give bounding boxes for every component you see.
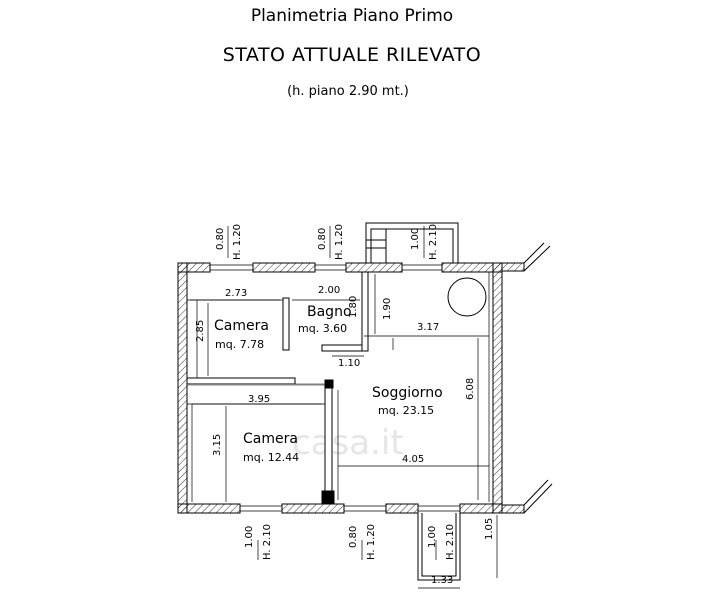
window-top-right-width: 1.00 — [410, 228, 421, 250]
room-name-soggiorno: Soggiorno — [372, 385, 443, 401]
dim-2-73: 2.73 — [225, 288, 247, 299]
window-bot-left-height: H. 2.10 — [262, 524, 273, 560]
dim-3-95: 3.95 — [248, 394, 270, 405]
window-top-mid-height: H. 1.20 — [334, 224, 345, 260]
room-area-camera-2: mq. 12.44 — [243, 451, 299, 464]
dimension-lines — [190, 226, 498, 589]
dim-1-05: 1.05 — [484, 518, 495, 540]
dim-3-15: 3.15 — [212, 434, 223, 456]
dim-1-80: 1.80 — [348, 296, 359, 318]
plan-subtitle: STATO ATTUALE RILEVATO — [222, 44, 482, 66]
dim-6-08: 6.08 — [465, 378, 476, 400]
bottom-door-frame — [417, 513, 461, 581]
room-area-bagno: mq. 3.60 — [298, 322, 347, 335]
watermark: casa.it — [292, 423, 404, 463]
dim-1-33: 1.33 — [431, 575, 453, 586]
room-name-camera-2: Camera — [243, 431, 298, 447]
window-bot-mid-width: 0.80 — [348, 526, 359, 548]
neighbour-wall-lines — [523, 242, 553, 514]
window-top-left-width: 0.80 — [215, 228, 226, 250]
window-bot-left-width: 1.00 — [244, 526, 255, 548]
room-name-bagno: Bagno — [307, 304, 352, 320]
window-bot-right-width: 1.00 — [427, 526, 438, 548]
external-walls — [177, 262, 525, 514]
dim-2-85: 2.85 — [195, 320, 206, 342]
windows — [210, 264, 460, 512]
dim-3-17: 3.17 — [417, 322, 439, 333]
dim-1-10: 1.10 — [338, 358, 360, 369]
floor-height-note: (h. piano 2.90 mt.) — [287, 84, 409, 99]
window-bot-right-height: H. 2.10 — [445, 524, 456, 560]
window-top-mid-width: 0.80 — [317, 228, 328, 250]
window-top-left-height: H. 1.20 — [232, 224, 243, 260]
room-name-camera-1: Camera — [214, 318, 269, 334]
dim-2-00: 2.00 — [318, 285, 340, 296]
round-element-icon — [447, 277, 487, 317]
room-area-camera-1: mq. 7.78 — [215, 338, 264, 351]
room-area-soggiorno: mq. 23.15 — [378, 404, 434, 417]
plan-title: Planimetria Piano Primo — [250, 6, 454, 26]
internal-walls — [186, 271, 369, 505]
window-top-right-height: H. 2.10 — [428, 224, 439, 260]
dim-1-90: 1.90 — [382, 298, 393, 320]
window-bot-mid-height: H. 1.20 — [366, 524, 377, 560]
dim-4-05: 4.05 — [402, 454, 424, 465]
balcony-frame — [365, 222, 459, 263]
